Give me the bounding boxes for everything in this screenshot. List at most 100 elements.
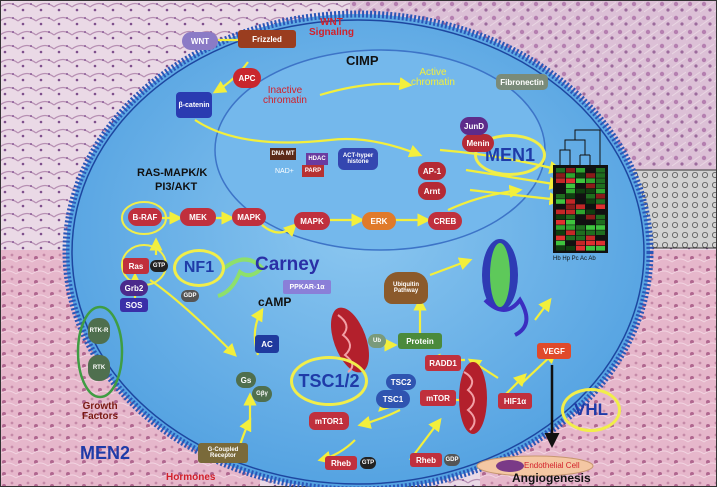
gpcr-node: G-Coupled Receptor [198,443,248,463]
vegf-node: VEGF [537,343,571,359]
men2-label: MEN2 [80,443,131,463]
active-chromatin-label: Active chromatin [411,67,455,88]
mtorc1-node: mTOR1 [309,412,349,430]
men1-ring: MEN1 [474,134,546,176]
heatmap-cell [556,225,565,230]
heatmap-cell [556,173,565,178]
heatmap-cell [566,194,575,199]
grb2-node: Grb2 [120,280,148,296]
heatmap-cell [586,235,595,241]
heatmap-cell [556,178,565,183]
parp-node: PARP [302,165,324,177]
mek-node: MEK [180,208,216,226]
heatmap-axis-label: Hb Hp Pc Ac Ab [553,256,596,262]
heatmap-cell [556,240,565,246]
heatmap-cell [596,240,605,246]
jund-node: JunD [460,117,488,135]
heatmap-cell [576,235,585,241]
pi3-akt-label: PI3/AKT [155,181,198,193]
vhl-ring: VHL [561,388,621,432]
heatmap-cell [576,194,585,199]
heatmap-cell [586,173,595,178]
acetylase-node: ACT-hyper histone [338,148,378,170]
heatmap-cell [596,214,605,220]
menin-node: Menin [462,134,494,152]
rtk-node: RTK [88,355,110,381]
growth-factors-label: Growth Factors [82,401,119,422]
ap1-node: AP-1 [418,162,446,180]
heatmap-cell [576,214,585,220]
heatmap-cell [596,199,605,204]
heatmap-cell [556,246,565,251]
gdp-node: GDP [181,290,199,302]
heatmap-cell [586,204,595,209]
heatmap-cell [596,188,605,194]
heatmap-cell [566,214,575,220]
heatmap-cell [596,183,605,189]
heatmap-cell [556,199,565,204]
heatmap-cell [566,188,575,194]
heatmap-cell [566,235,575,241]
heatmap-cell [586,246,595,251]
heatmap-cell [566,230,575,235]
gtp2-node: GTP [360,457,376,469]
heatmap-cell [586,183,595,189]
heatmap-cell [576,188,585,194]
heatmap-cell [576,204,585,209]
wnt-signaling-label: WNT Signaling [309,17,354,38]
proteasome-shape [482,239,529,337]
gtp-node: GTP [150,260,168,272]
vhl-label: VHL [574,400,608,419]
nf1-ring: NF1 [173,249,225,287]
hif1a-node: HIF1α [498,393,532,409]
heatmap-cell [586,214,595,220]
apc-node: APC [233,68,261,88]
endothelial-cell-label: Endothelial Cell [524,461,580,470]
heatmap-cell [586,194,595,199]
heatmap-cell [556,194,565,199]
heatmap-cell [576,183,585,189]
heatmap-cell [566,240,575,246]
heatmap-cell [586,240,595,246]
ras-node: Ras [123,258,149,274]
heatmap-cell [556,220,565,225]
heatmap-cell [556,168,565,173]
heatmap-cell [596,225,605,230]
camp-label: cAMP [258,295,292,309]
heatmap-cell [596,173,605,178]
tsc2-node: TSC2 [386,374,416,390]
heatmap-cell [556,188,565,194]
radd1-node: RADD1 [425,355,461,371]
heatmap-cell [586,220,595,225]
heatmap-cell [586,209,595,215]
dnmt-node: DNA MT [270,148,296,160]
beta-catenin-node: β-catenin [176,92,212,118]
inactive-chromatin-label: Inactive chromatin [263,85,307,106]
heatmap-cell [576,168,585,173]
heatmap-cell [576,199,585,204]
men1-label: MEN1 [484,144,535,165]
heatmap-cell [596,235,605,241]
heatmap-cell [566,183,575,189]
heatmap-cell [596,204,605,209]
heatmap-cell [566,209,575,215]
heatmap-cell [556,235,565,241]
hdac-node: HDAC [306,153,328,165]
heatmap-cell [566,173,575,178]
tsc-ring: TSC1/2 [290,356,368,406]
heatmap-cell [566,220,575,225]
ac-node: AC [255,335,279,353]
g-beta-gamma-node: Gβγ [252,386,272,402]
heatmap-cell [586,225,595,230]
heatmap-cell [566,199,575,204]
heatmap-cell [556,230,565,235]
cimp-label: CIMP [346,53,379,68]
heatmap-cell [566,204,575,209]
sos-node: SOS [120,298,148,312]
carney-label: Carney [255,254,320,275]
prkar1a-node: PPKAR-1α [283,280,331,294]
heatmap-cell [596,178,605,183]
heatmap-cell [596,246,605,251]
heatmap-cell [566,246,575,251]
rheb-gtp-node: Rheb [325,456,357,470]
